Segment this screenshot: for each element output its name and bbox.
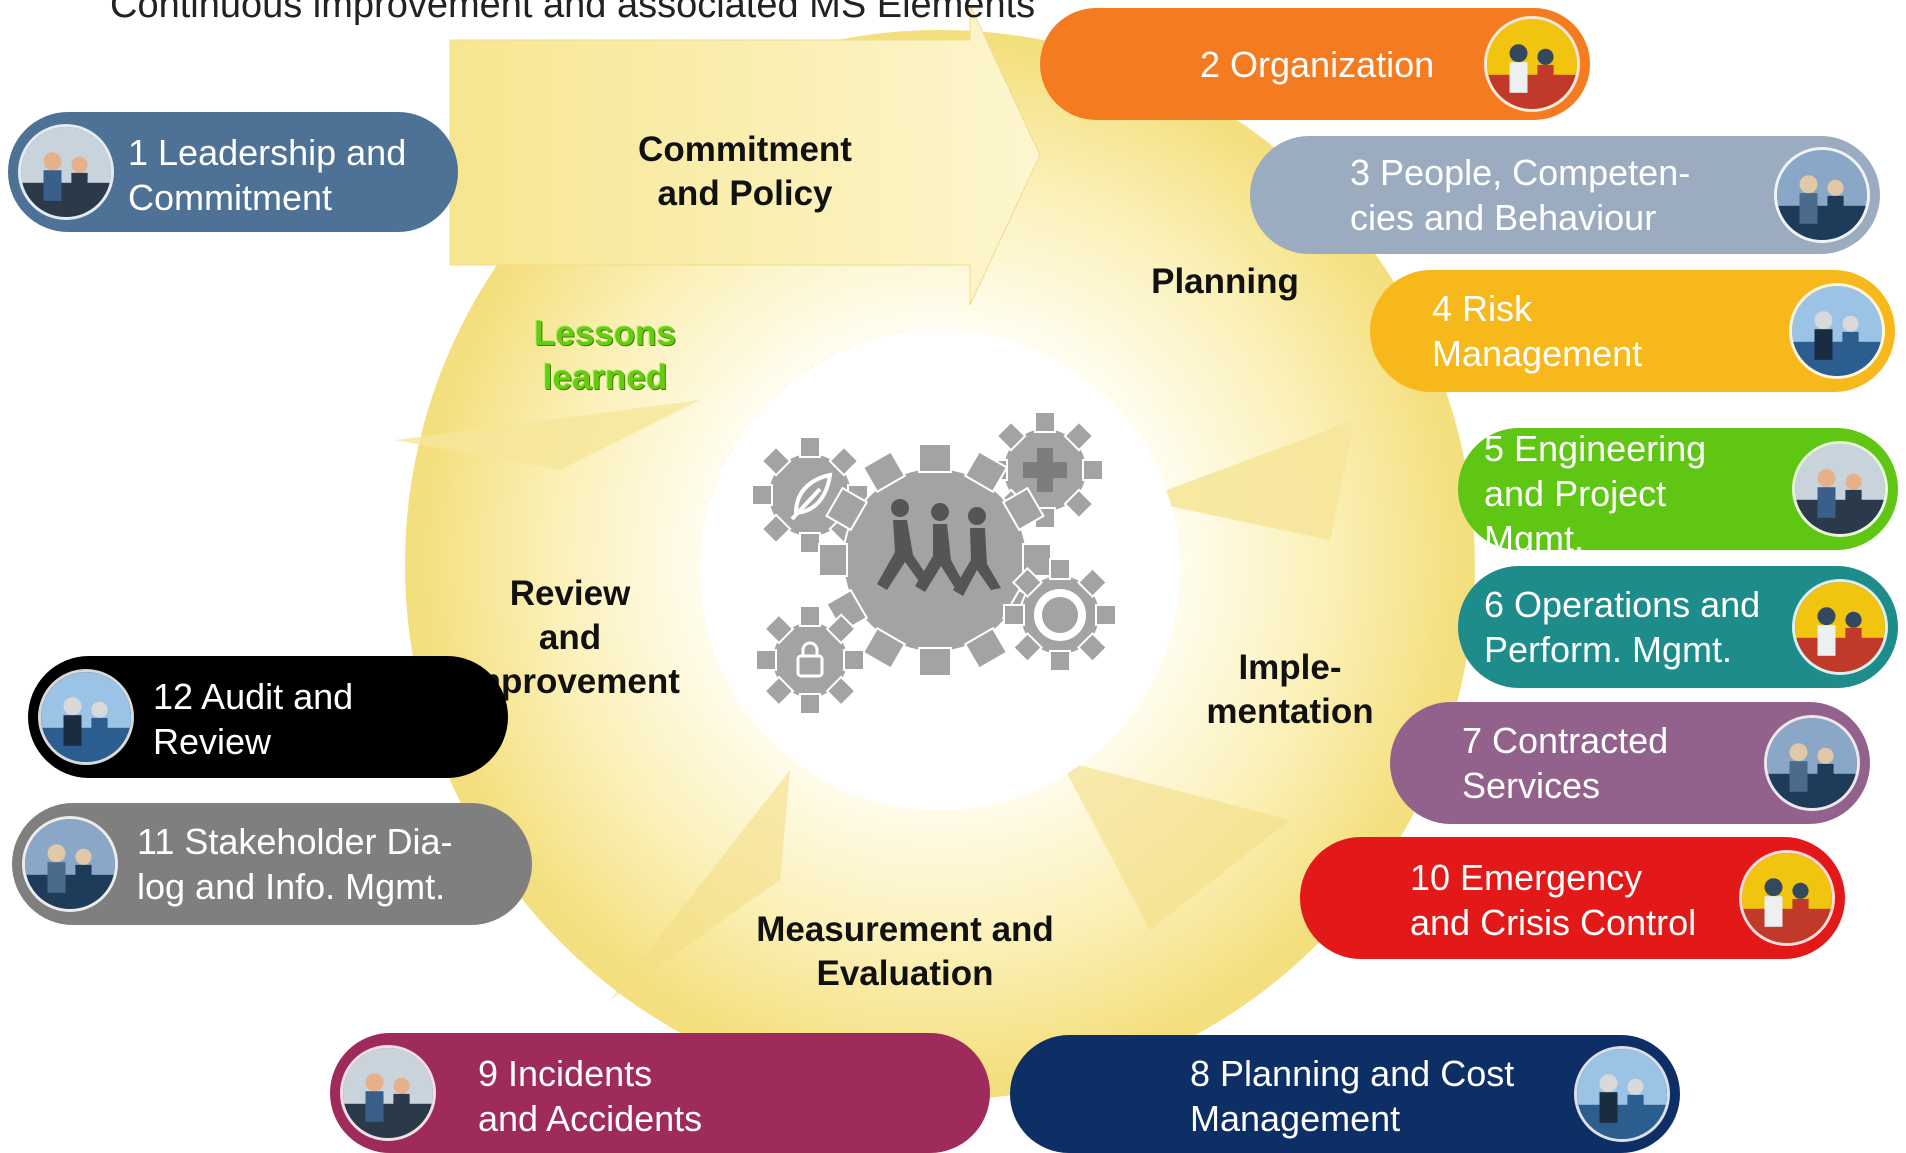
stage-review: Review and Improvement <box>460 574 680 701</box>
ms-element-6-label: 6 Operations and Perform. Mgmt. <box>1484 584 1761 670</box>
ms-element-10: 10 Emergency and Crisis Control <box>1300 837 1845 959</box>
ms-element-8-label: 8 Planning and Cost Management <box>1190 1053 1515 1139</box>
ms-element-7-photo <box>1764 715 1860 811</box>
ms-element-11-photo <box>22 816 118 912</box>
ms-element-3-label: 3 People, Competen- cies and Behaviour <box>1350 152 1691 238</box>
ms-element-7-label: 7 Contracted Services <box>1462 720 1669 806</box>
ms-element-11-label: 11 Stakeholder Dia- log and Info. Mgmt. <box>137 821 453 907</box>
ms-element-1: 1 Leadership and Commitment <box>8 112 458 232</box>
ms-element-1-photo <box>18 124 114 220</box>
ms-element-2-photo <box>1484 16 1580 112</box>
ms-element-2: 2 Organization <box>1040 8 1590 120</box>
ms-element-2-label: 2 Organization <box>1200 44 1435 85</box>
ms-element-1-label: 1 Leadership and Commitment <box>128 132 407 218</box>
stage-measurement: Measurement and Evaluation <box>756 910 1054 993</box>
ms-element-10-photo <box>1739 850 1835 946</box>
ms-element-4-photo <box>1789 283 1885 379</box>
lessons-learned-label: Lessons learned <box>534 314 676 397</box>
ms-element-10-label: 10 Emergency and Crisis Control <box>1410 857 1697 943</box>
gears-graphic <box>751 411 1117 715</box>
stage-commitment: Commitment and Policy <box>638 130 852 213</box>
lifebuoy-gear-icon <box>1003 558 1117 672</box>
ms-element-3: 3 People, Competen- cies and Behaviour <box>1250 136 1880 254</box>
ms-element-7: 7 Contracted Services <box>1390 702 1870 824</box>
ms-element-3-photo <box>1774 147 1870 243</box>
ms-element-4-label: 4 Risk Management <box>1432 288 1643 374</box>
ms-element-6: 6 Operations and Perform. Mgmt. <box>1458 566 1898 688</box>
ms-element-8: 8 Planning and Cost Management <box>1010 1035 1680 1153</box>
lock-gear-icon <box>755 605 865 715</box>
ms-element-4: 4 Risk Management <box>1370 270 1895 392</box>
page-title: Continuous improvement and associated MS… <box>110 0 1036 26</box>
commitment-arrow <box>449 4 1041 306</box>
ms-element-12-photo <box>38 669 134 765</box>
ms-element-11: 11 Stakeholder Dia- log and Info. Mgmt. <box>12 803 532 925</box>
stage-implementation: Imple- mentation <box>1206 648 1374 731</box>
ms-element-12: 12 Audit and Review <box>28 656 508 778</box>
ms-element-8-photo <box>1574 1046 1670 1142</box>
ms-element-5-label: 5 Engineering and Project Mgmt. <box>1484 428 1707 559</box>
ms-element-9-photo <box>340 1045 436 1141</box>
ms-element-9-label: 9 Incidents and Accidents <box>478 1053 703 1139</box>
ms-element-12-label: 12 Audit and Review <box>153 676 354 762</box>
ms-element-5-photo <box>1792 441 1888 537</box>
ms-element-9: 9 Incidents and Accidents <box>330 1033 990 1153</box>
ms-element-5: 5 Engineering and Project Mgmt. <box>1458 428 1898 559</box>
ms-element-6-photo <box>1792 579 1888 675</box>
stage-planning: Planning <box>1151 262 1299 301</box>
